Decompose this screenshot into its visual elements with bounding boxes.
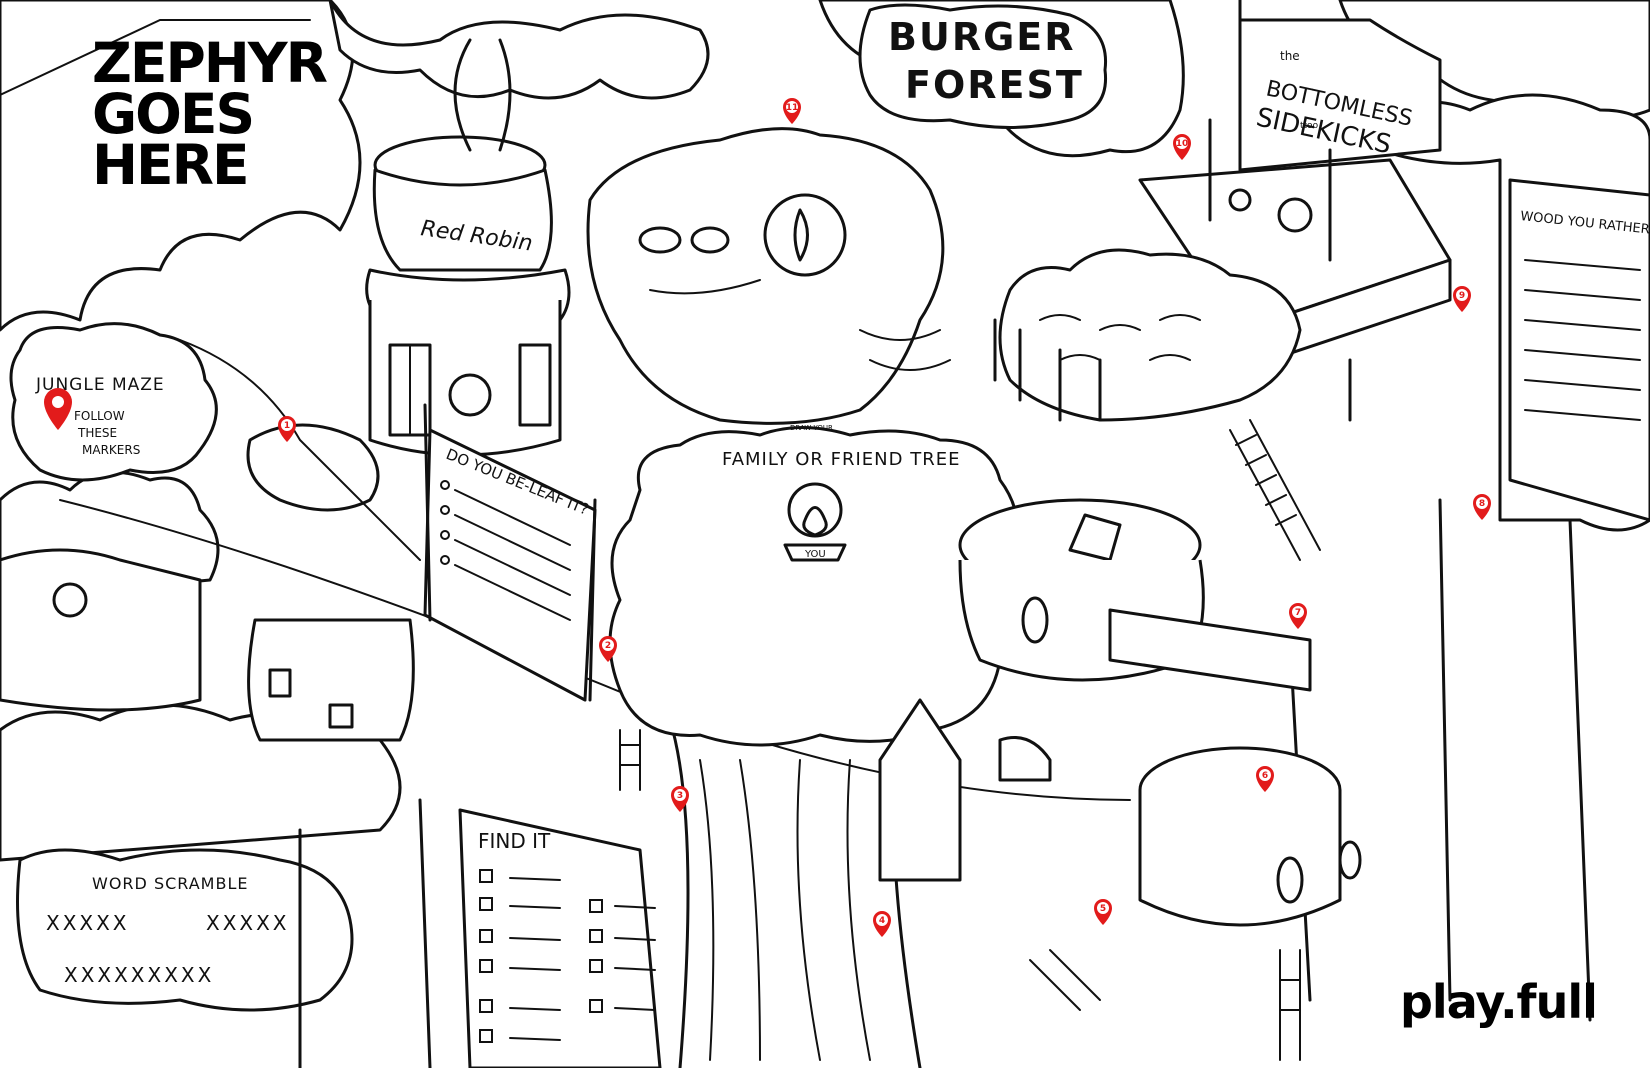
marker-number: 1 <box>284 421 290 431</box>
marker-pin-icon: 8 <box>1473 494 1491 520</box>
burger-hut-right <box>958 498 1362 927</box>
find-it-title: FIND IT <box>478 829 551 853</box>
brand-logo: play.full <box>1400 975 1598 1029</box>
marker-pin-icon: 11 <box>783 98 801 124</box>
title-line-2: GOES <box>92 82 255 146</box>
word-scramble-row1b: XXXXX <box>206 911 290 935</box>
title-line-3: HERE <box>92 133 250 197</box>
marker-pin-icon: 4 <box>873 911 891 937</box>
marker-pin-icon: 1 <box>278 416 296 442</box>
family-tree-title: FAMILY OR FRIEND TREE <box>722 449 960 470</box>
marker-number: 8 <box>1479 499 1485 509</box>
marker-number: 5 <box>1100 904 1106 914</box>
page-title: ZEPHYR GOES HERE <box>92 31 328 197</box>
marker-pin-icon: 2 <box>599 636 617 662</box>
burger-forest-title-line2: FOREST <box>905 63 1084 107</box>
burger-forest-title-line1: BURGER <box>888 15 1076 59</box>
jungle-maze-instruction-1: FOLLOW <box>74 409 125 423</box>
wood-you-rather-board <box>1508 178 1650 522</box>
band-sign-line4: ttoo <box>1300 121 1319 131</box>
marker-number: 2 <box>605 641 611 651</box>
marker-number: 10 <box>1176 139 1189 149</box>
legend-pin-icon <box>44 388 72 430</box>
word-scramble-title: WORD SCRAMBLE <box>92 874 248 893</box>
marker-number: 6 <box>1262 771 1268 781</box>
word-scramble-row1a: XXXXX <box>46 911 130 935</box>
marker-number: 3 <box>677 791 683 801</box>
band-sign-line1: the <box>1280 49 1300 63</box>
stairs-ladders <box>619 419 1321 1061</box>
title-line-1: ZEPHYR <box>92 31 328 95</box>
marker-number: 9 <box>1459 291 1465 301</box>
jungle-maze-title: JUNGLE MAZE <box>35 375 165 395</box>
small-tree-houses <box>0 548 1052 882</box>
marker-pin-icon: 7 <box>1289 603 1307 629</box>
jungle-maze-instruction-2: THESE <box>77 426 117 440</box>
marker-pin-icon: 6 <box>1256 766 1274 792</box>
jungle-maze-cloud <box>9 322 218 482</box>
marker-number: 7 <box>1295 608 1301 618</box>
word-scramble-row2: XXXXXXXXX <box>64 963 214 987</box>
marker-number: 11 <box>786 103 799 113</box>
jungle-maze-instruction-3: MARKERS <box>82 443 140 457</box>
maze-markers: 1 2 3 4 5 6 7 8 9 10 11 <box>44 98 1491 937</box>
marker-pin-icon: 5 <box>1094 899 1112 925</box>
burger-forest-sign-cloud <box>858 3 1108 129</box>
be-leaf-board <box>423 403 597 702</box>
marker-pin-icon: 9 <box>1453 286 1471 312</box>
marker-pin-icon: 3 <box>671 786 689 812</box>
marker-number: 4 <box>879 916 885 926</box>
family-tree-cloud <box>608 426 1020 747</box>
giant-frog <box>586 127 951 425</box>
red-robin-burger-building <box>365 38 571 457</box>
family-tree-prefix: DRAW YOUR <box>790 424 833 432</box>
crowd-bushes <box>993 248 1352 422</box>
marker-pin-icon: 10 <box>1173 134 1191 160</box>
family-tree-badge: YOU <box>804 549 826 560</box>
